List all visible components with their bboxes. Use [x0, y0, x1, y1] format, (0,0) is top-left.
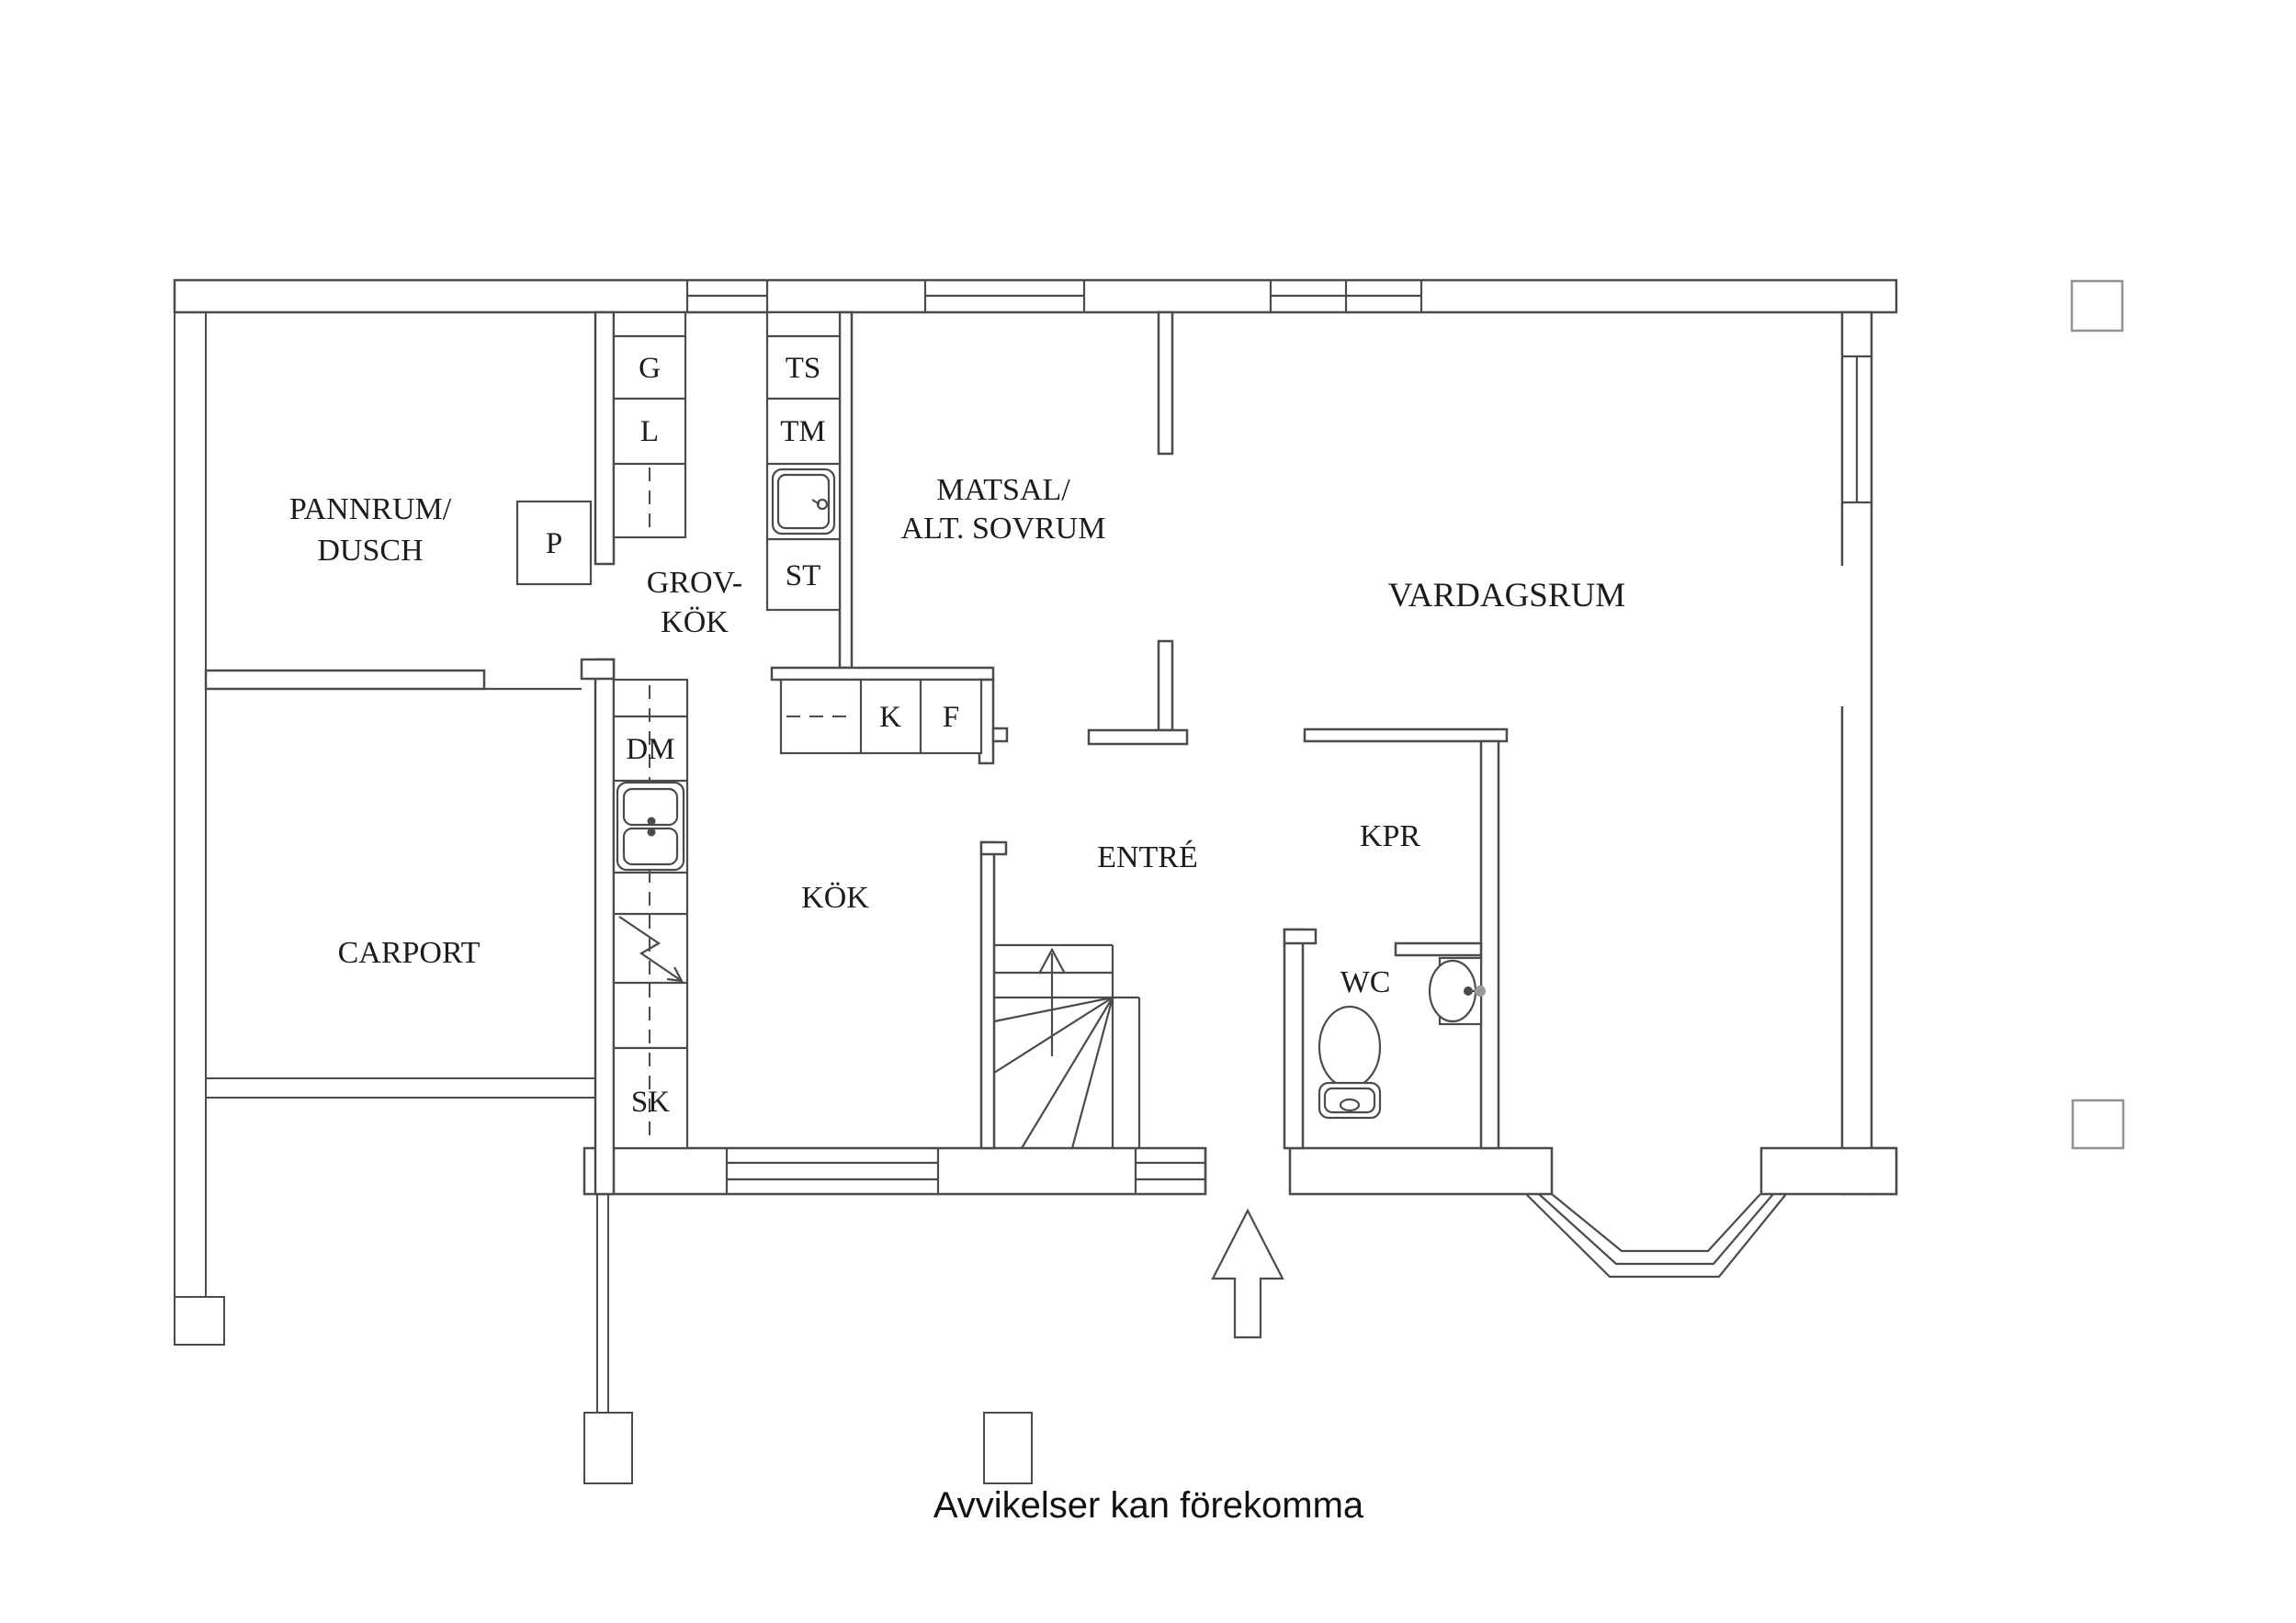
label-kpr: KPR [1360, 819, 1420, 853]
label-kok: KÖK [801, 881, 869, 915]
carport-west-edge [174, 311, 207, 1298]
label-wc: WC [1340, 965, 1391, 999]
wc-west-wall-cap [1283, 928, 1318, 945]
stair-west-wall-cap [979, 840, 1008, 856]
entrance-canopy-post [983, 1412, 1033, 1484]
carport-roof-edge-line [596, 1193, 609, 1414]
kitchen-sink-icon [616, 781, 685, 872]
west-wall-cap [580, 658, 616, 681]
wc-north-wall [1394, 941, 1483, 957]
label-entre: ENTRÉ [1097, 840, 1198, 874]
kpr-east-wall [1479, 739, 1500, 1150]
south-wall-left [582, 1146, 1207, 1196]
kitchen-door-tab [991, 727, 1009, 743]
laundry-column [765, 310, 842, 612]
exterior-walls [173, 278, 1898, 1196]
label-matsal-line2: ALT. SOVRUM [901, 512, 1106, 546]
label-k: K [879, 701, 901, 734]
label-g: G [639, 352, 661, 385]
entrance-sidelight-window [1134, 1148, 1207, 1194]
label-ts: TS [786, 352, 821, 385]
east-window [1842, 355, 1872, 504]
south-wall-right [1759, 1146, 1898, 1196]
stove-icon [618, 916, 684, 983]
matsal-entre-divider-stub [1157, 639, 1174, 732]
label-f: F [943, 701, 959, 734]
label-pannrum-line1: PANNRUM/ [289, 492, 452, 526]
south-wall-middle [1288, 1146, 1554, 1196]
label-p: P [546, 527, 562, 560]
east-wall-opening [1836, 566, 1849, 706]
label-sk: SK [631, 1086, 670, 1119]
label-tm: TM [780, 415, 826, 448]
washbasin-icon [1428, 956, 1486, 1026]
room-labels: PANNRUM/ DUSCH GROV- KÖK MATSAL/ ALT. SO… [289, 473, 1625, 999]
label-matsal-line1: MATSAL/ [936, 473, 1070, 507]
pillar-ne [2070, 279, 2124, 332]
staircase [993, 943, 1141, 1149]
stairs-up-arrow-icon [1038, 947, 1066, 1056]
pannrum-east-wall [594, 310, 616, 566]
kpr-north-wall [1303, 727, 1509, 743]
footer-disclaimer: Avvikelser kan förekomma [933, 1485, 1364, 1526]
toilet-icon [1318, 1005, 1382, 1120]
label-pannrum-line2: DUSCH [317, 534, 423, 568]
kitchen-counter-west [612, 678, 689, 1150]
windows [685, 280, 1872, 1279]
label-grovkok-line1: GROV- [647, 566, 743, 600]
wc-fixtures [1318, 956, 1486, 1120]
carport-post-se [583, 1412, 633, 1484]
matsal-west-wall [838, 310, 854, 670]
label-vardagsrum: VARDAGSRUM [1388, 577, 1625, 614]
north-window-4 [1346, 280, 1423, 312]
pillar-se [2071, 1099, 2125, 1150]
label-st: ST [786, 559, 821, 592]
kitchen-window [725, 1148, 940, 1194]
north-window-2 [923, 280, 1086, 312]
kitchen-matsal-wall [770, 666, 995, 682]
appliance-labels: G L P TS TM ST DM SK K F [546, 352, 959, 1119]
carport-structure [174, 311, 1033, 1484]
label-carport: CARPORT [338, 936, 481, 970]
interior-walls [770, 310, 1509, 1150]
carport-south-wall [205, 1077, 596, 1099]
fridge-freezer-counter [779, 678, 983, 755]
matsal-vardagsrum-divider-upper [1157, 310, 1174, 456]
label-dm: DM [626, 733, 674, 766]
bay-window-icon [1525, 1193, 1787, 1279]
entrance-arrow-icon [1211, 1208, 1284, 1339]
north-window-1 [685, 280, 769, 312]
label-grovkok-line2: KÖK [661, 605, 729, 639]
laundry-sink-icon [771, 468, 836, 535]
stair-west-wall [979, 840, 996, 1150]
pannrum-south-wall [204, 669, 486, 691]
matsal-entre-divider-wall [1087, 728, 1189, 746]
carport-post-sw [174, 1296, 225, 1346]
boiler-box [515, 500, 593, 586]
grovkok-cabinets [515, 310, 842, 612]
label-l: L [640, 415, 659, 448]
west-wall [594, 658, 616, 1196]
wc-west-wall [1283, 928, 1305, 1150]
